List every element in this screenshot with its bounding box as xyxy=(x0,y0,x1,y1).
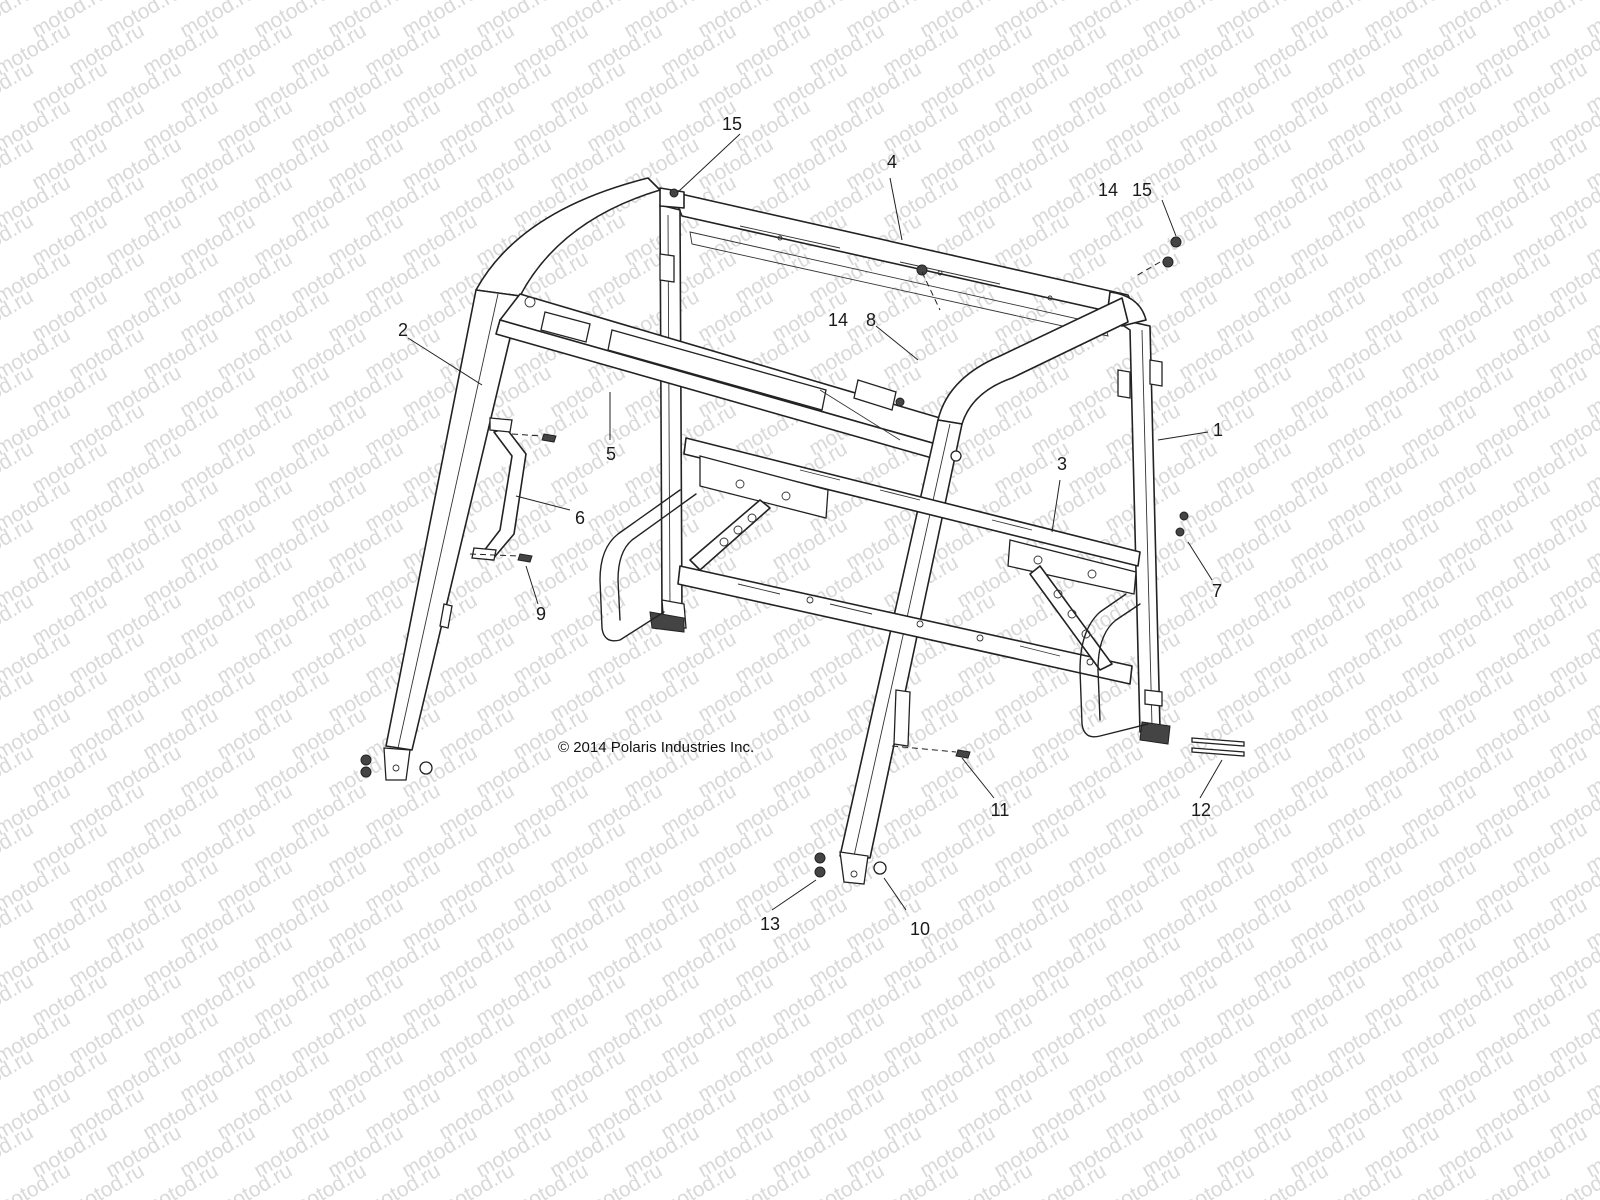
corner-joint-top-left xyxy=(659,187,685,209)
callout-3: 3 xyxy=(1057,454,1067,474)
callout-15-right: 15 xyxy=(1132,180,1152,200)
callout-4: 4 xyxy=(887,152,897,172)
side-grab-bar xyxy=(471,417,527,561)
callout-5: 5 xyxy=(606,444,616,464)
fasteners xyxy=(360,236,1245,878)
rear-left-post xyxy=(649,204,687,633)
callout-labels: 1 2 3 4 5 6 7 8 9 10 11 12 13 14 14 15 1… xyxy=(398,114,1223,939)
callout-14-mid: 14 xyxy=(828,310,848,330)
front-upper-cross-panel xyxy=(495,293,941,459)
callout-13: 13 xyxy=(760,914,780,934)
callout-11: 11 xyxy=(991,800,1010,820)
lower-rear-cross-member xyxy=(677,565,1133,685)
front-left-roll-bar xyxy=(383,177,661,781)
callout-2: 2 xyxy=(398,320,408,340)
callout-1: 1 xyxy=(1213,420,1223,440)
callout-9: 9 xyxy=(536,604,546,624)
diagonal-braces xyxy=(689,499,1113,671)
callout-7: 7 xyxy=(1212,581,1222,601)
callout-15-top: 15 xyxy=(722,114,742,134)
copyright-notice: © 2014 Polaris Industries Inc. xyxy=(558,739,754,756)
front-right-roll-bar xyxy=(839,297,1129,885)
rear-right-post xyxy=(1111,317,1171,745)
leader-lines xyxy=(407,133,1223,911)
callout-6: 6 xyxy=(575,508,585,528)
callout-14-upper: 14 xyxy=(1098,180,1118,200)
rear-mid-cross-member xyxy=(683,437,1141,595)
callout-8: 8 xyxy=(866,310,876,330)
callout-10: 10 xyxy=(910,919,930,939)
rear-upper-cross-tube xyxy=(671,191,1139,337)
rear-grab-handles xyxy=(599,489,1149,738)
fastener-paths xyxy=(469,261,1161,753)
callout-12: 12 xyxy=(1191,800,1211,820)
